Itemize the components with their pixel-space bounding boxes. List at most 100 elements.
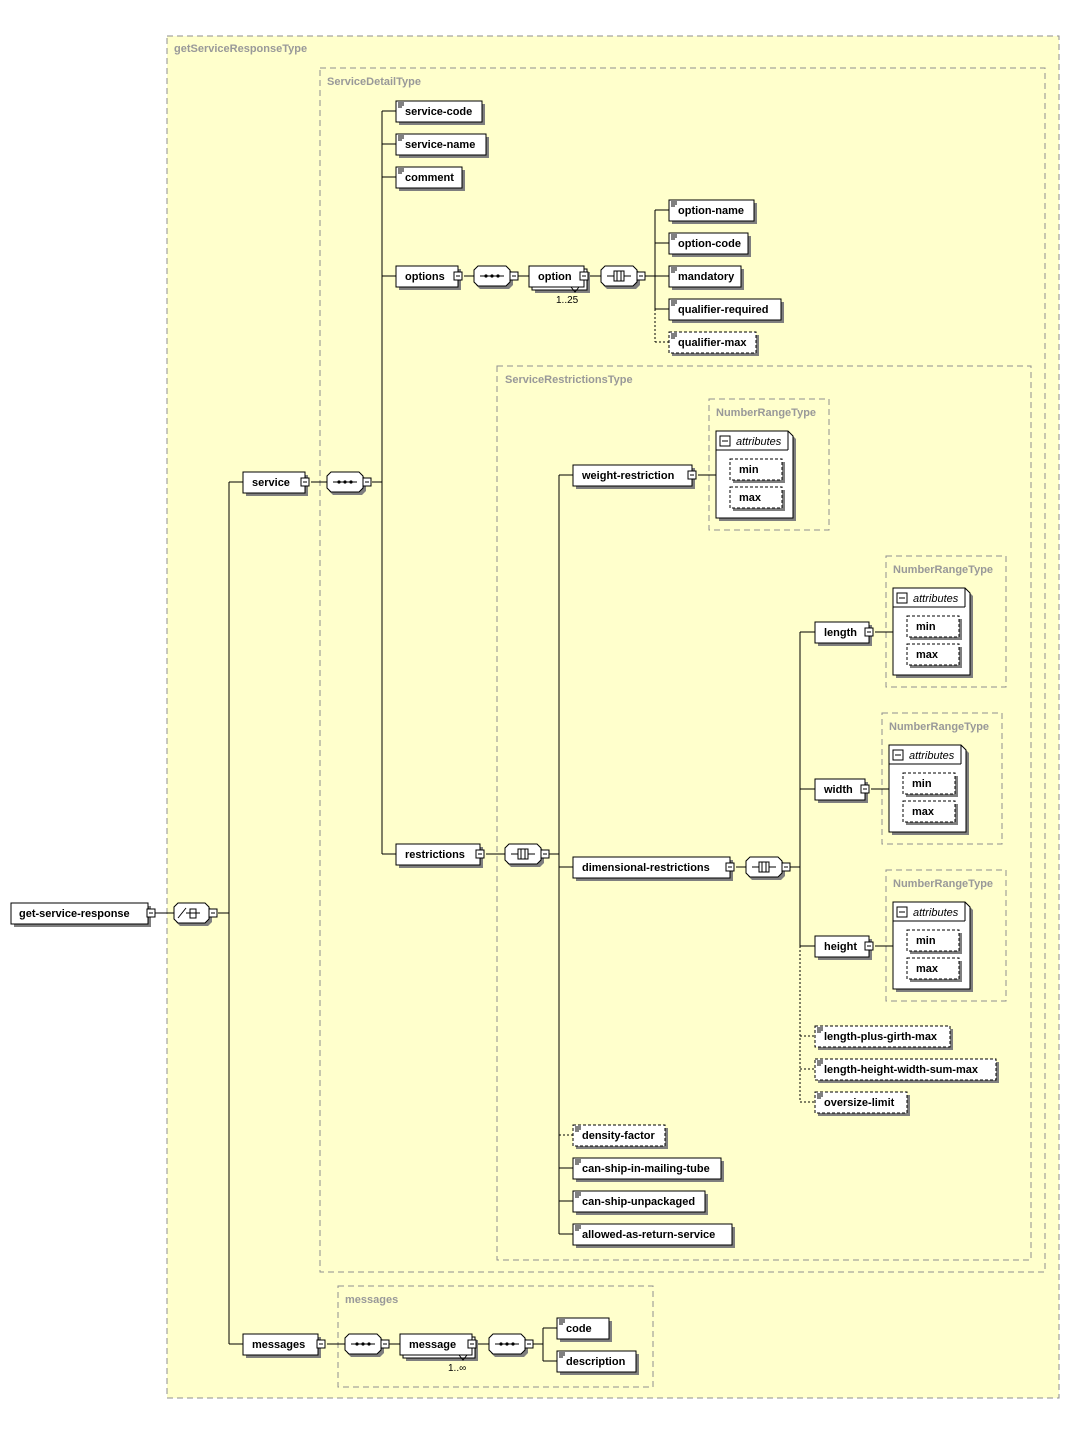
element-label: service-code <box>405 106 472 118</box>
element-message[interactable]: message 1..∞ <box>399 1333 478 1374</box>
compositor-message-sequence <box>488 1333 534 1357</box>
element-can-ship-unpackaged[interactable]: can-ship-unpackaged <box>572 1190 708 1215</box>
attributes-group-weight: attributes min max <box>715 430 796 521</box>
element-service-name[interactable]: service-name <box>395 133 489 158</box>
region-label-get-service-response-type: getServiceResponseType <box>174 43 307 55</box>
attribute-label: min <box>739 464 759 476</box>
element-label: restrictions <box>405 849 465 861</box>
element-description[interactable]: description <box>556 1350 639 1375</box>
compositor-service-sequence <box>326 471 372 495</box>
element-label: length <box>824 627 857 639</box>
element-oversize-limit[interactable]: oversize-limit <box>814 1091 910 1116</box>
region-label-number-range-type: NumberRangeType <box>893 564 993 576</box>
attributes-label: attributes <box>913 907 959 919</box>
element-label: density-factor <box>582 1130 655 1142</box>
attributes-group-length: attributes min max <box>892 587 973 678</box>
attribute-label: min <box>912 778 932 790</box>
cardinality-label: 1..∞ <box>448 1363 466 1374</box>
attribute-label: max <box>912 806 935 818</box>
leaf-elements: service-code service-name comment option… <box>395 100 999 1375</box>
element-label: length-plus-girth-max <box>824 1031 938 1043</box>
element-label: oversize-limit <box>824 1097 895 1109</box>
attributes-label: attributes <box>913 593 959 605</box>
element-label: options <box>405 271 445 283</box>
element-options[interactable]: options <box>395 265 463 290</box>
region-label-service-detail-type: ServiceDetailType <box>327 76 421 88</box>
region-label-number-range-type: NumberRangeType <box>716 407 816 419</box>
attribute-min[interactable]: min <box>729 458 785 483</box>
attributes-group-height: attributes min max <box>892 901 973 992</box>
element-label: service <box>252 477 290 489</box>
region-label-service-restrictions-type: ServiceRestrictionsType <box>505 374 633 386</box>
cardinality-label: 1..25 <box>556 295 579 306</box>
element-restrictions[interactable]: restrictions <box>395 843 485 868</box>
element-label: description <box>566 1356 626 1368</box>
element-service-code[interactable]: service-code <box>395 100 485 125</box>
element-service[interactable]: service <box>242 471 310 496</box>
compositor-options-sequence <box>473 265 519 289</box>
attribute-min[interactable]: min <box>906 615 962 640</box>
element-label: weight-restriction <box>581 470 675 482</box>
element-label: comment <box>405 172 454 184</box>
element-label: qualifier-max <box>678 337 747 349</box>
attribute-min[interactable]: min <box>902 772 958 797</box>
element-comment[interactable]: comment <box>395 166 465 191</box>
attribute-label: max <box>739 492 762 504</box>
element-width[interactable]: width <box>814 778 870 803</box>
element-qualifier-max[interactable]: qualifier-max <box>668 331 759 356</box>
element-get-service-response[interactable]: get-service-response <box>10 902 156 927</box>
element-option-code[interactable]: option-code <box>668 232 751 257</box>
element-label: can-ship-unpackaged <box>582 1196 695 1208</box>
element-qualifier-required[interactable]: qualifier-required <box>668 298 784 323</box>
element-height[interactable]: height <box>814 935 874 960</box>
element-weight-restriction[interactable]: weight-restriction <box>572 464 697 489</box>
element-allowed-as-return-service[interactable]: allowed-as-return-service <box>572 1223 735 1248</box>
compositor-option-all <box>600 265 646 289</box>
attribute-max[interactable]: max <box>729 486 785 511</box>
element-label: mandatory <box>678 271 735 283</box>
compositor-messages-sequence <box>344 1333 390 1357</box>
element-length-height-width-sum-max[interactable]: length-height-width-sum-max <box>814 1058 999 1083</box>
attribute-max[interactable]: max <box>902 800 958 825</box>
element-label: messages <box>252 1339 305 1351</box>
element-label: qualifier-required <box>678 304 768 316</box>
attributes-label: attributes <box>736 436 782 448</box>
element-label: length-height-width-sum-max <box>824 1064 979 1076</box>
element-label: message <box>409 1339 456 1351</box>
element-label: dimensional-restrictions <box>582 862 710 874</box>
element-label: can-ship-in-mailing-tube <box>582 1163 710 1175</box>
element-option[interactable]: option 1..25 <box>528 265 590 306</box>
element-label: option-code <box>678 238 741 250</box>
attributes-label: attributes <box>909 750 955 762</box>
connectors <box>155 110 893 1362</box>
attribute-label: max <box>916 963 939 975</box>
compositor-root-sequence <box>173 902 218 926</box>
compositor-restrictions-all <box>504 843 550 867</box>
element-messages[interactable]: messages <box>242 1333 326 1358</box>
attribute-max[interactable]: max <box>906 643 962 668</box>
region-label-number-range-type: NumberRangeType <box>893 878 993 890</box>
element-mandatory[interactable]: mandatory <box>668 265 744 290</box>
element-option-name[interactable]: option-name <box>668 199 757 224</box>
element-label: get-service-response <box>19 908 130 920</box>
element-density-factor[interactable]: density-factor <box>572 1124 668 1149</box>
attribute-label: min <box>916 621 936 633</box>
element-label: height <box>824 941 857 953</box>
element-can-ship-in-mailing-tube[interactable]: can-ship-in-mailing-tube <box>572 1157 724 1182</box>
element-label: code <box>566 1323 592 1335</box>
element-label: service-name <box>405 139 475 151</box>
element-dimensional-restrictions[interactable]: dimensional-restrictions <box>572 856 735 881</box>
element-label: allowed-as-return-service <box>582 1229 715 1241</box>
element-code[interactable]: code <box>556 1317 612 1342</box>
compositor-dimensional-all <box>745 856 791 880</box>
region-label-number-range-type: NumberRangeType <box>889 721 989 733</box>
attribute-min[interactable]: min <box>906 929 962 954</box>
attributes-group-width: attributes min max <box>888 744 969 835</box>
element-length[interactable]: length <box>814 621 874 646</box>
element-label: width <box>823 784 853 796</box>
attribute-max[interactable]: max <box>906 957 962 982</box>
element-length-plus-girth-max[interactable]: length-plus-girth-max <box>814 1025 953 1050</box>
element-label: option <box>538 271 572 283</box>
attribute-label: max <box>916 649 939 661</box>
